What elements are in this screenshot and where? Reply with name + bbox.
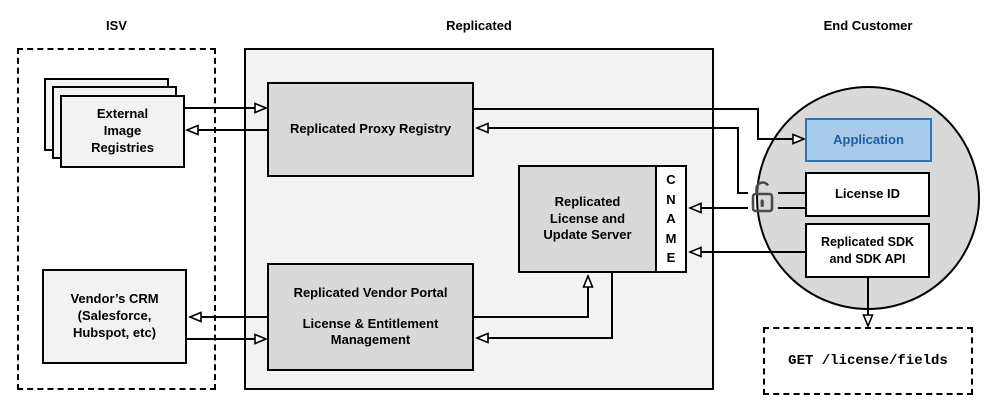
section-label-replicated: Replicated (446, 18, 512, 33)
vendor-portal-node: Replicated Vendor Portal License & Entit… (267, 263, 474, 371)
license-id-node: License ID (805, 172, 930, 217)
license-update-server-node: Replicated License and Update Server (518, 165, 657, 273)
section-label-end-customer: End Customer (823, 18, 913, 33)
vendor-portal-subtitle: License & Entitlement Management (302, 315, 439, 348)
section-label-isv: ISV (106, 18, 127, 33)
vendors-crm-node: Vendor’s CRM (Salesforce, Hubspot, etc) (42, 269, 187, 364)
cname-node: C N A M E (655, 165, 687, 273)
proxy-registry-node: Replicated Proxy Registry (267, 82, 474, 177)
application-node: Application (805, 118, 932, 162)
vendor-portal-title: Replicated Vendor Portal (293, 284, 448, 300)
unlock-icon (751, 181, 774, 213)
external-image-registries-node: External Image Registries (60, 95, 185, 168)
replicated-sdk-node: Replicated SDK and SDK API (805, 223, 930, 278)
get-license-fields-node: GET /license/fields (763, 327, 973, 395)
